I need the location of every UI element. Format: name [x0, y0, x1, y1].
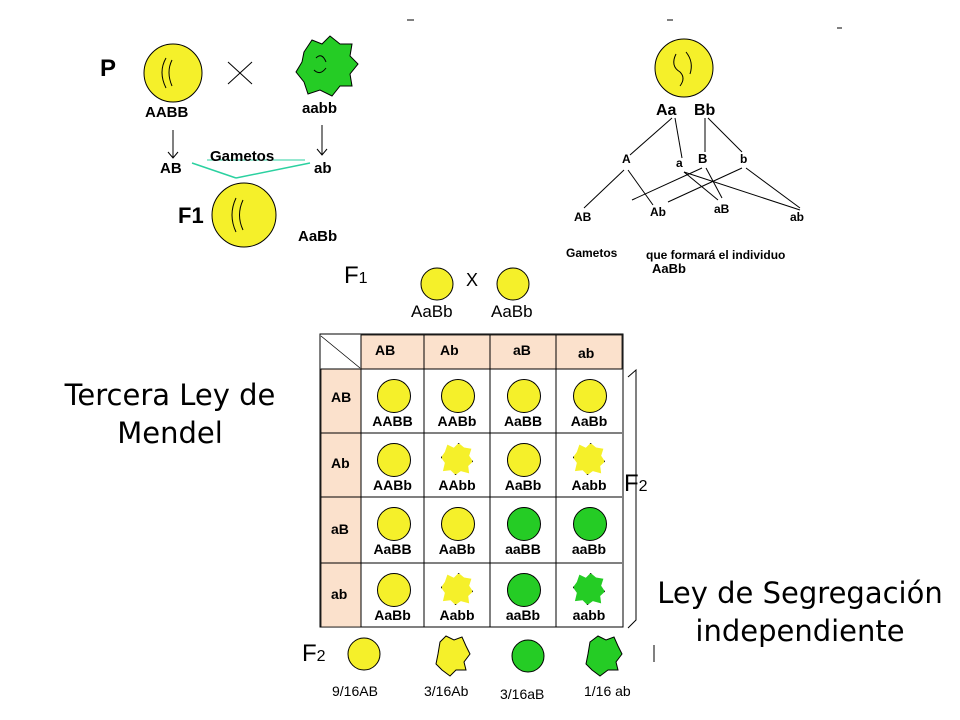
col-header: aB: [513, 342, 531, 358]
punnett-genotype: AABB: [372, 413, 413, 429]
allele-B: B: [698, 151, 708, 166]
punnett-genotype: aaBb: [571, 541, 607, 557]
punnett-pea: [573, 573, 605, 605]
individual-genotype: AaBb: [652, 261, 686, 276]
right-title: Ley de Segregación independiente: [650, 574, 950, 650]
punnett-pea: [507, 379, 541, 413]
punnett-f2-label: F2: [624, 470, 648, 497]
ratio-pea-yellow-round: [347, 637, 381, 671]
gametes-caption: que formará el individuo: [646, 248, 786, 262]
punnett-pea: [441, 507, 475, 541]
punnett-pea: [376, 507, 411, 541]
left-title: Tercera Ley de Mendel: [40, 376, 300, 452]
punnett-genotype: AABb: [437, 413, 477, 429]
parent2-genotype: aabb: [302, 100, 338, 117]
allele-pair-2: Bb: [694, 102, 716, 119]
parent1-genotype: AABB: [145, 104, 189, 121]
punnett-pea: [507, 443, 541, 477]
right-title-line-2: independiente: [695, 614, 905, 648]
gamete1-label: AB: [160, 160, 182, 177]
ratio-pea-yellow-wrinkled: [435, 635, 471, 677]
cross-pea-2: [496, 267, 530, 301]
ratio-label: 3/16Ab: [424, 683, 469, 699]
cross-genotype-2: AaBb: [491, 302, 533, 321]
punnett-pea: [376, 443, 411, 477]
punnett-pea: [573, 443, 605, 475]
punnett-genotype: AAbb: [438, 477, 476, 493]
gametes-caption-label: Gametos: [566, 246, 618, 260]
right-title-line-1: Ley de Segregación: [657, 576, 943, 610]
ratio-label: 3/16aB: [500, 686, 545, 702]
allele-A: A: [622, 152, 631, 166]
col-header: AB: [375, 342, 396, 358]
punnett-genotype: AaBb: [504, 477, 542, 493]
punnett-pea: [507, 507, 541, 541]
col-header: ab: [578, 345, 595, 361]
punnett-pea: [376, 379, 411, 413]
punnett-pea: [573, 507, 607, 541]
allele-pair-1: Aa: [656, 102, 677, 119]
punnett-genotype: AABb: [373, 477, 412, 493]
punnett-pea: [573, 379, 607, 413]
ratios-f2-label: F2: [302, 640, 326, 667]
allele-a: a: [676, 156, 683, 170]
cross-x-label: X: [466, 270, 479, 290]
p-label: P: [100, 55, 117, 82]
punnett-genotype: AaBb: [374, 607, 411, 623]
punnett-pea: [441, 443, 473, 475]
cross-pea-1: [420, 267, 454, 301]
punnett-genotype: aaBb: [505, 607, 541, 623]
ratio-pea-green-wrinkled: [585, 635, 623, 677]
gamete2-label: ab: [314, 160, 332, 177]
punnett-pea: [376, 573, 411, 607]
individual-pea: [654, 38, 714, 98]
row-header: aB: [331, 521, 349, 537]
punnett-genotype: AaBb: [438, 541, 476, 557]
cross-genotype-1: AaBb: [411, 302, 453, 321]
allele-b: b: [740, 152, 748, 166]
parent2-pea: [295, 35, 359, 97]
punnett-genotype: AaBb: [570, 413, 608, 429]
punnett-pea: [507, 573, 541, 607]
punnett-genotype: Aabb: [571, 477, 607, 493]
f1-genotype: AaBb: [298, 228, 338, 245]
gamete-AB: AB: [574, 210, 592, 224]
cross-f1-label: F1: [344, 262, 368, 289]
gamete-aB: aB: [714, 202, 730, 216]
row-header: AB: [331, 389, 352, 405]
row-header: ab: [331, 586, 348, 602]
ratio-label: 9/16AB: [332, 683, 378, 699]
left-title-line-2: Mendel: [117, 416, 223, 450]
f1-label: F1: [178, 203, 204, 228]
parent1-pea: [143, 43, 203, 103]
gamete-ab: ab: [790, 210, 805, 224]
punnett-pea: [441, 573, 473, 605]
punnett-genotype: AaBB: [373, 541, 412, 557]
gametes-label: Gametos: [210, 148, 275, 165]
ratio-label: 1/16 ab: [584, 683, 631, 699]
gamete-Ab: Ab: [650, 205, 666, 219]
punnett-genotype: aabb: [572, 607, 606, 623]
f1-pea: [211, 182, 277, 248]
punnett-genotype: aaBB: [505, 541, 541, 557]
row-header: Ab: [331, 455, 350, 471]
punnett-pea: [441, 379, 475, 413]
left-title-line-1: Tercera Ley de: [64, 378, 276, 412]
punnett-genotype: Aabb: [439, 607, 475, 623]
ratio-pea-green-round: [511, 639, 545, 673]
punnett-genotype: AaBB: [503, 413, 543, 429]
col-header: Ab: [440, 342, 459, 358]
